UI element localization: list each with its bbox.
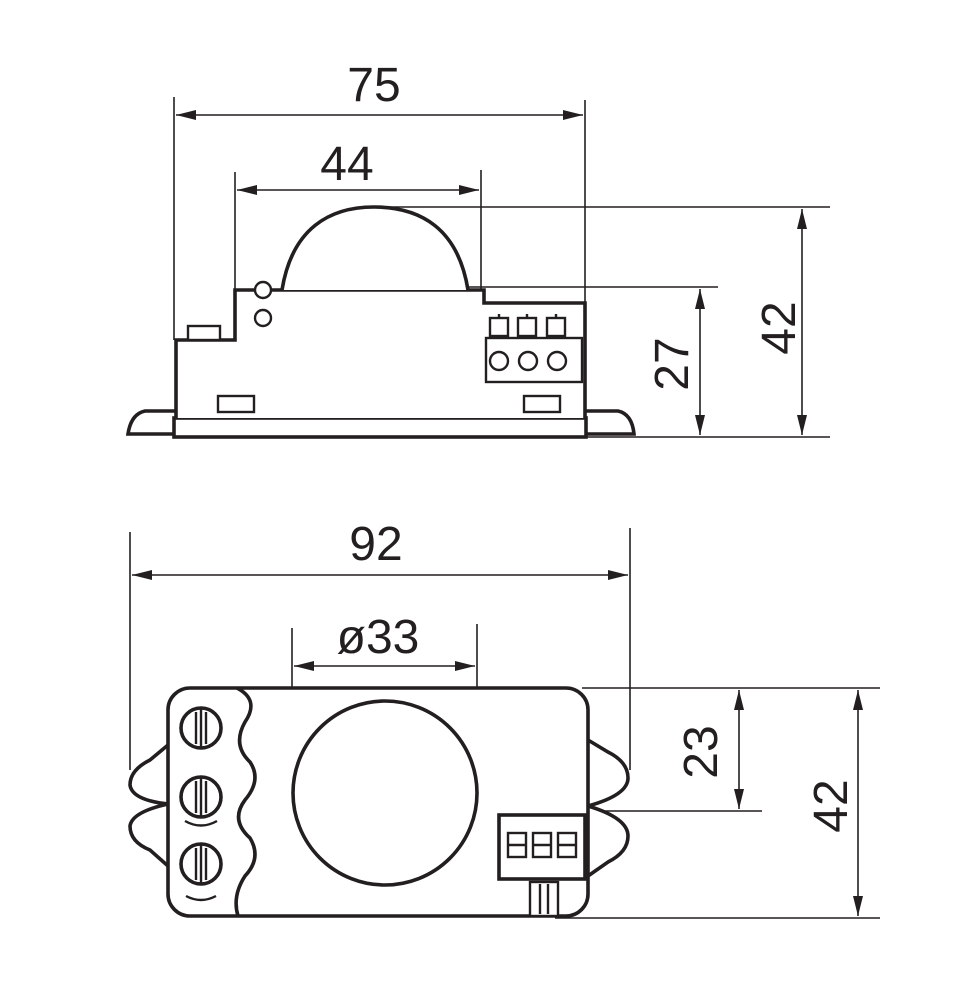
pir-lens [291, 699, 479, 887]
rotate-arrow-icon [185, 894, 217, 902]
bottom-left-tab [216, 394, 256, 414]
dim-label-42-side: 42 [753, 301, 806, 354]
dim-label-42-top: 42 [805, 779, 858, 832]
bottom-right-tab [522, 394, 562, 414]
knob-panel-divider [234, 686, 257, 917]
adjust-knob-1 [179, 706, 223, 750]
dim-label-33: ø33 [337, 611, 420, 664]
top-left-clip [186, 324, 222, 342]
left-mounting-ears [128, 743, 170, 868]
pir-dome [280, 205, 470, 291]
terminal-screw-3 [546, 350, 568, 372]
right-mounting-flange [585, 409, 636, 436]
left-mounting-flange [125, 409, 176, 436]
terminal-screw-2 [517, 350, 539, 372]
dim-label-27: 27 [646, 337, 699, 390]
dim-label-92: 92 [349, 518, 402, 571]
terminal-screw-1 [488, 350, 510, 372]
dim-label-44: 44 [320, 138, 373, 191]
adjust-knob-3 [179, 842, 223, 902]
terminal-clip [528, 880, 560, 918]
right-mounting-ears [581, 738, 630, 878]
side-view: 75 44 42 27 [125, 59, 830, 439]
dim-label-23: 23 [675, 725, 728, 778]
base-plate [172, 416, 588, 439]
side-knob-lower [253, 308, 273, 328]
terminal-block-side [484, 314, 584, 384]
dim-label-75: 75 [347, 59, 400, 112]
side-knob-upper [253, 280, 273, 300]
adjust-knob-2 [179, 775, 223, 827]
terminal-block-top [497, 813, 587, 918]
top-view: 92 ø33 23 42 [128, 518, 880, 919]
